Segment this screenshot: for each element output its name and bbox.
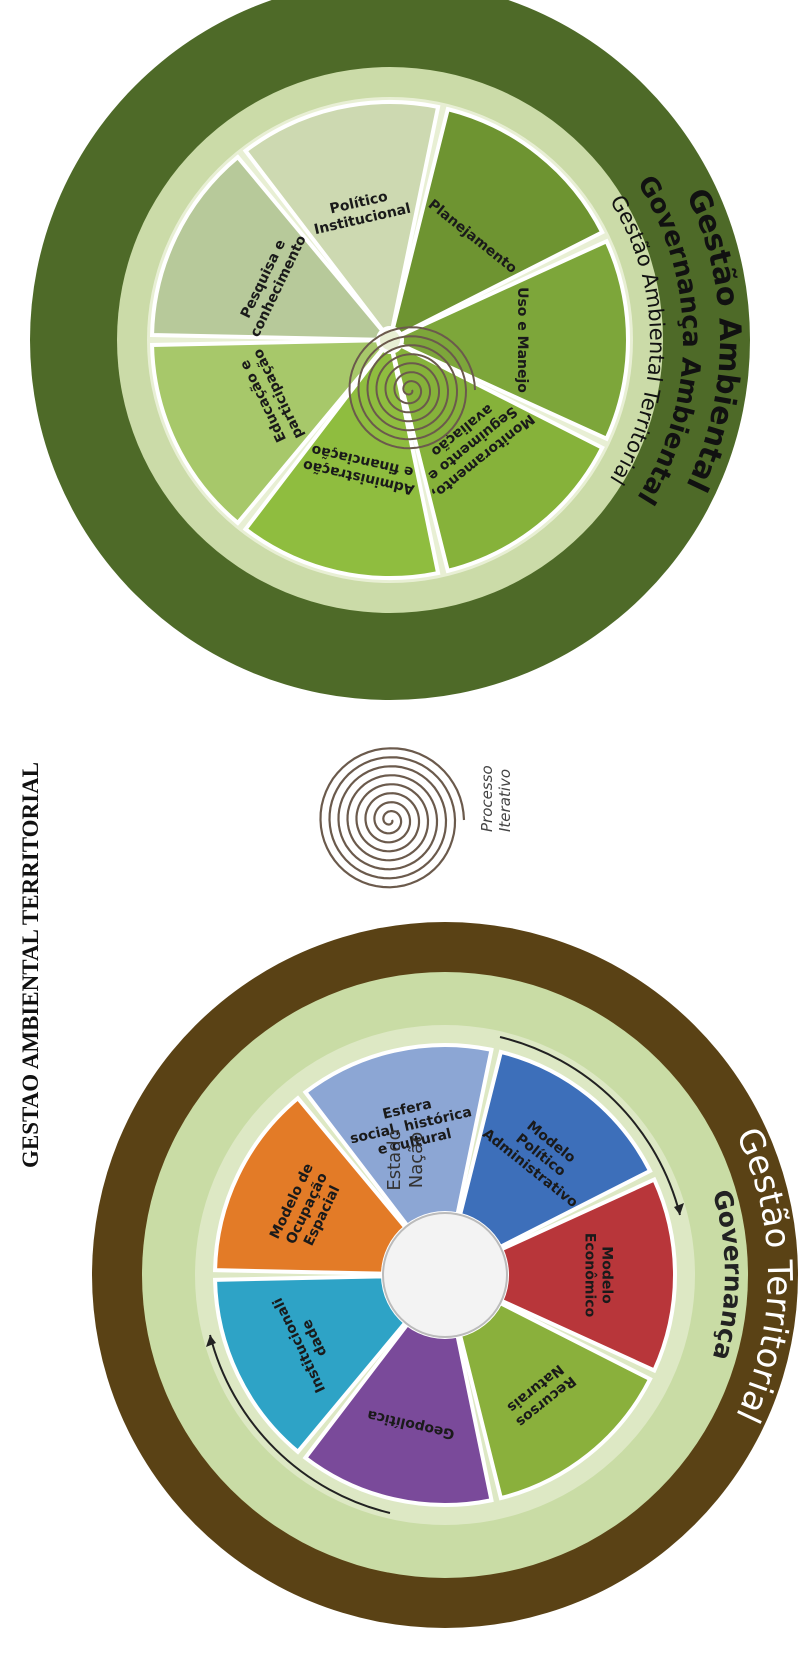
iterative-process-spiral	[319, 747, 466, 889]
estado-nacao-label: EstadoNação	[384, 1129, 427, 1190]
ambiental-sector-1	[398, 238, 630, 442]
ambiental-sector-label-1: Uso e Manejo	[514, 287, 530, 393]
ambiental-sector-5	[150, 154, 386, 342]
ambiental-center-spiral	[348, 326, 476, 450]
process-label: ProcessoIterativo	[478, 765, 514, 832]
spirals	[319, 326, 476, 889]
territorial-wheel: Gestão Territorial Governança ModeloEcon…	[92, 922, 799, 1628]
cycle-arrow-bottom-head	[206, 1335, 216, 1347]
cycle-arrow-top	[499, 1036, 681, 1216]
ambiental-wheel: Gestão Ambiental Governança Ambiental Ge…	[30, 0, 750, 700]
diagram-title: GESTAO AMBIENTAL TERRITORIAL	[18, 762, 43, 1168]
ambiental-sector-2	[390, 342, 605, 574]
cycle-arrow-bottom	[209, 1334, 391, 1514]
territorial-sector-label-1: ModeloEconômico	[582, 1233, 615, 1318]
ambiental-sector-7	[390, 106, 605, 338]
estado-nacao-hub	[382, 1212, 508, 1338]
ambiental-sector-4	[150, 338, 386, 526]
cycle-arrow-top-head	[674, 1203, 684, 1215]
ambiental-sector-3	[242, 346, 441, 580]
ambiental-sector-6	[242, 100, 441, 334]
